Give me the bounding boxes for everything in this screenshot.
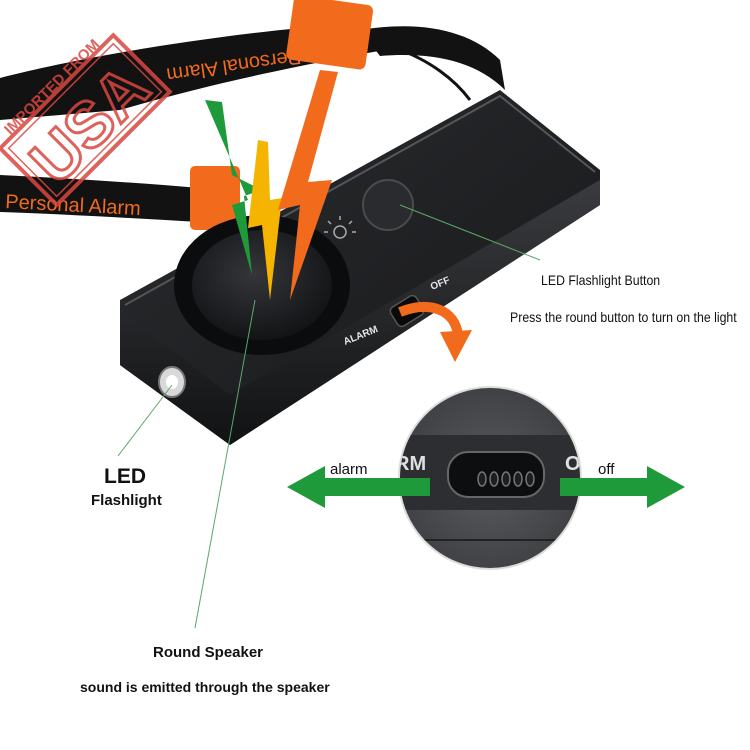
- lanyard-clip-left: [190, 166, 240, 230]
- lanyard-clip-top: [286, 0, 374, 70]
- green-arrows: alarm off: [287, 461, 685, 508]
- flashlight-round-button[interactable]: [362, 179, 414, 231]
- left-arrow-icon: [287, 466, 430, 508]
- flashlight-button-title: LED Flashlight Button: [541, 272, 661, 288]
- led-subtitle: Flashlight: [91, 492, 162, 509]
- off-arrow-label: off: [598, 461, 615, 478]
- led-title: LED: [104, 465, 146, 488]
- flashlight-button-desc: Press the round button to turn on the li…: [510, 309, 737, 325]
- light-bulb-icon: [324, 216, 356, 239]
- right-arrow-icon: [560, 466, 685, 508]
- sound-wave-icons: [205, 70, 338, 300]
- zoom-partial-alarm: RM: [395, 453, 426, 475]
- alarm-device: ALARM OFF: [120, 90, 600, 445]
- leader-lines: [117, 204, 541, 629]
- speaker-desc: sound is emitted through the speaker: [80, 679, 330, 695]
- round-speaker: [192, 230, 332, 340]
- zoom-partial-off: O: [565, 453, 581, 475]
- alarm-arrow-label: alarm: [330, 461, 368, 478]
- lanyard: Personal Alarm Personal Alarm: [0, 0, 505, 230]
- speaker-title: Round Speaker: [153, 644, 264, 661]
- rotate-arrow-icon: [398, 301, 472, 362]
